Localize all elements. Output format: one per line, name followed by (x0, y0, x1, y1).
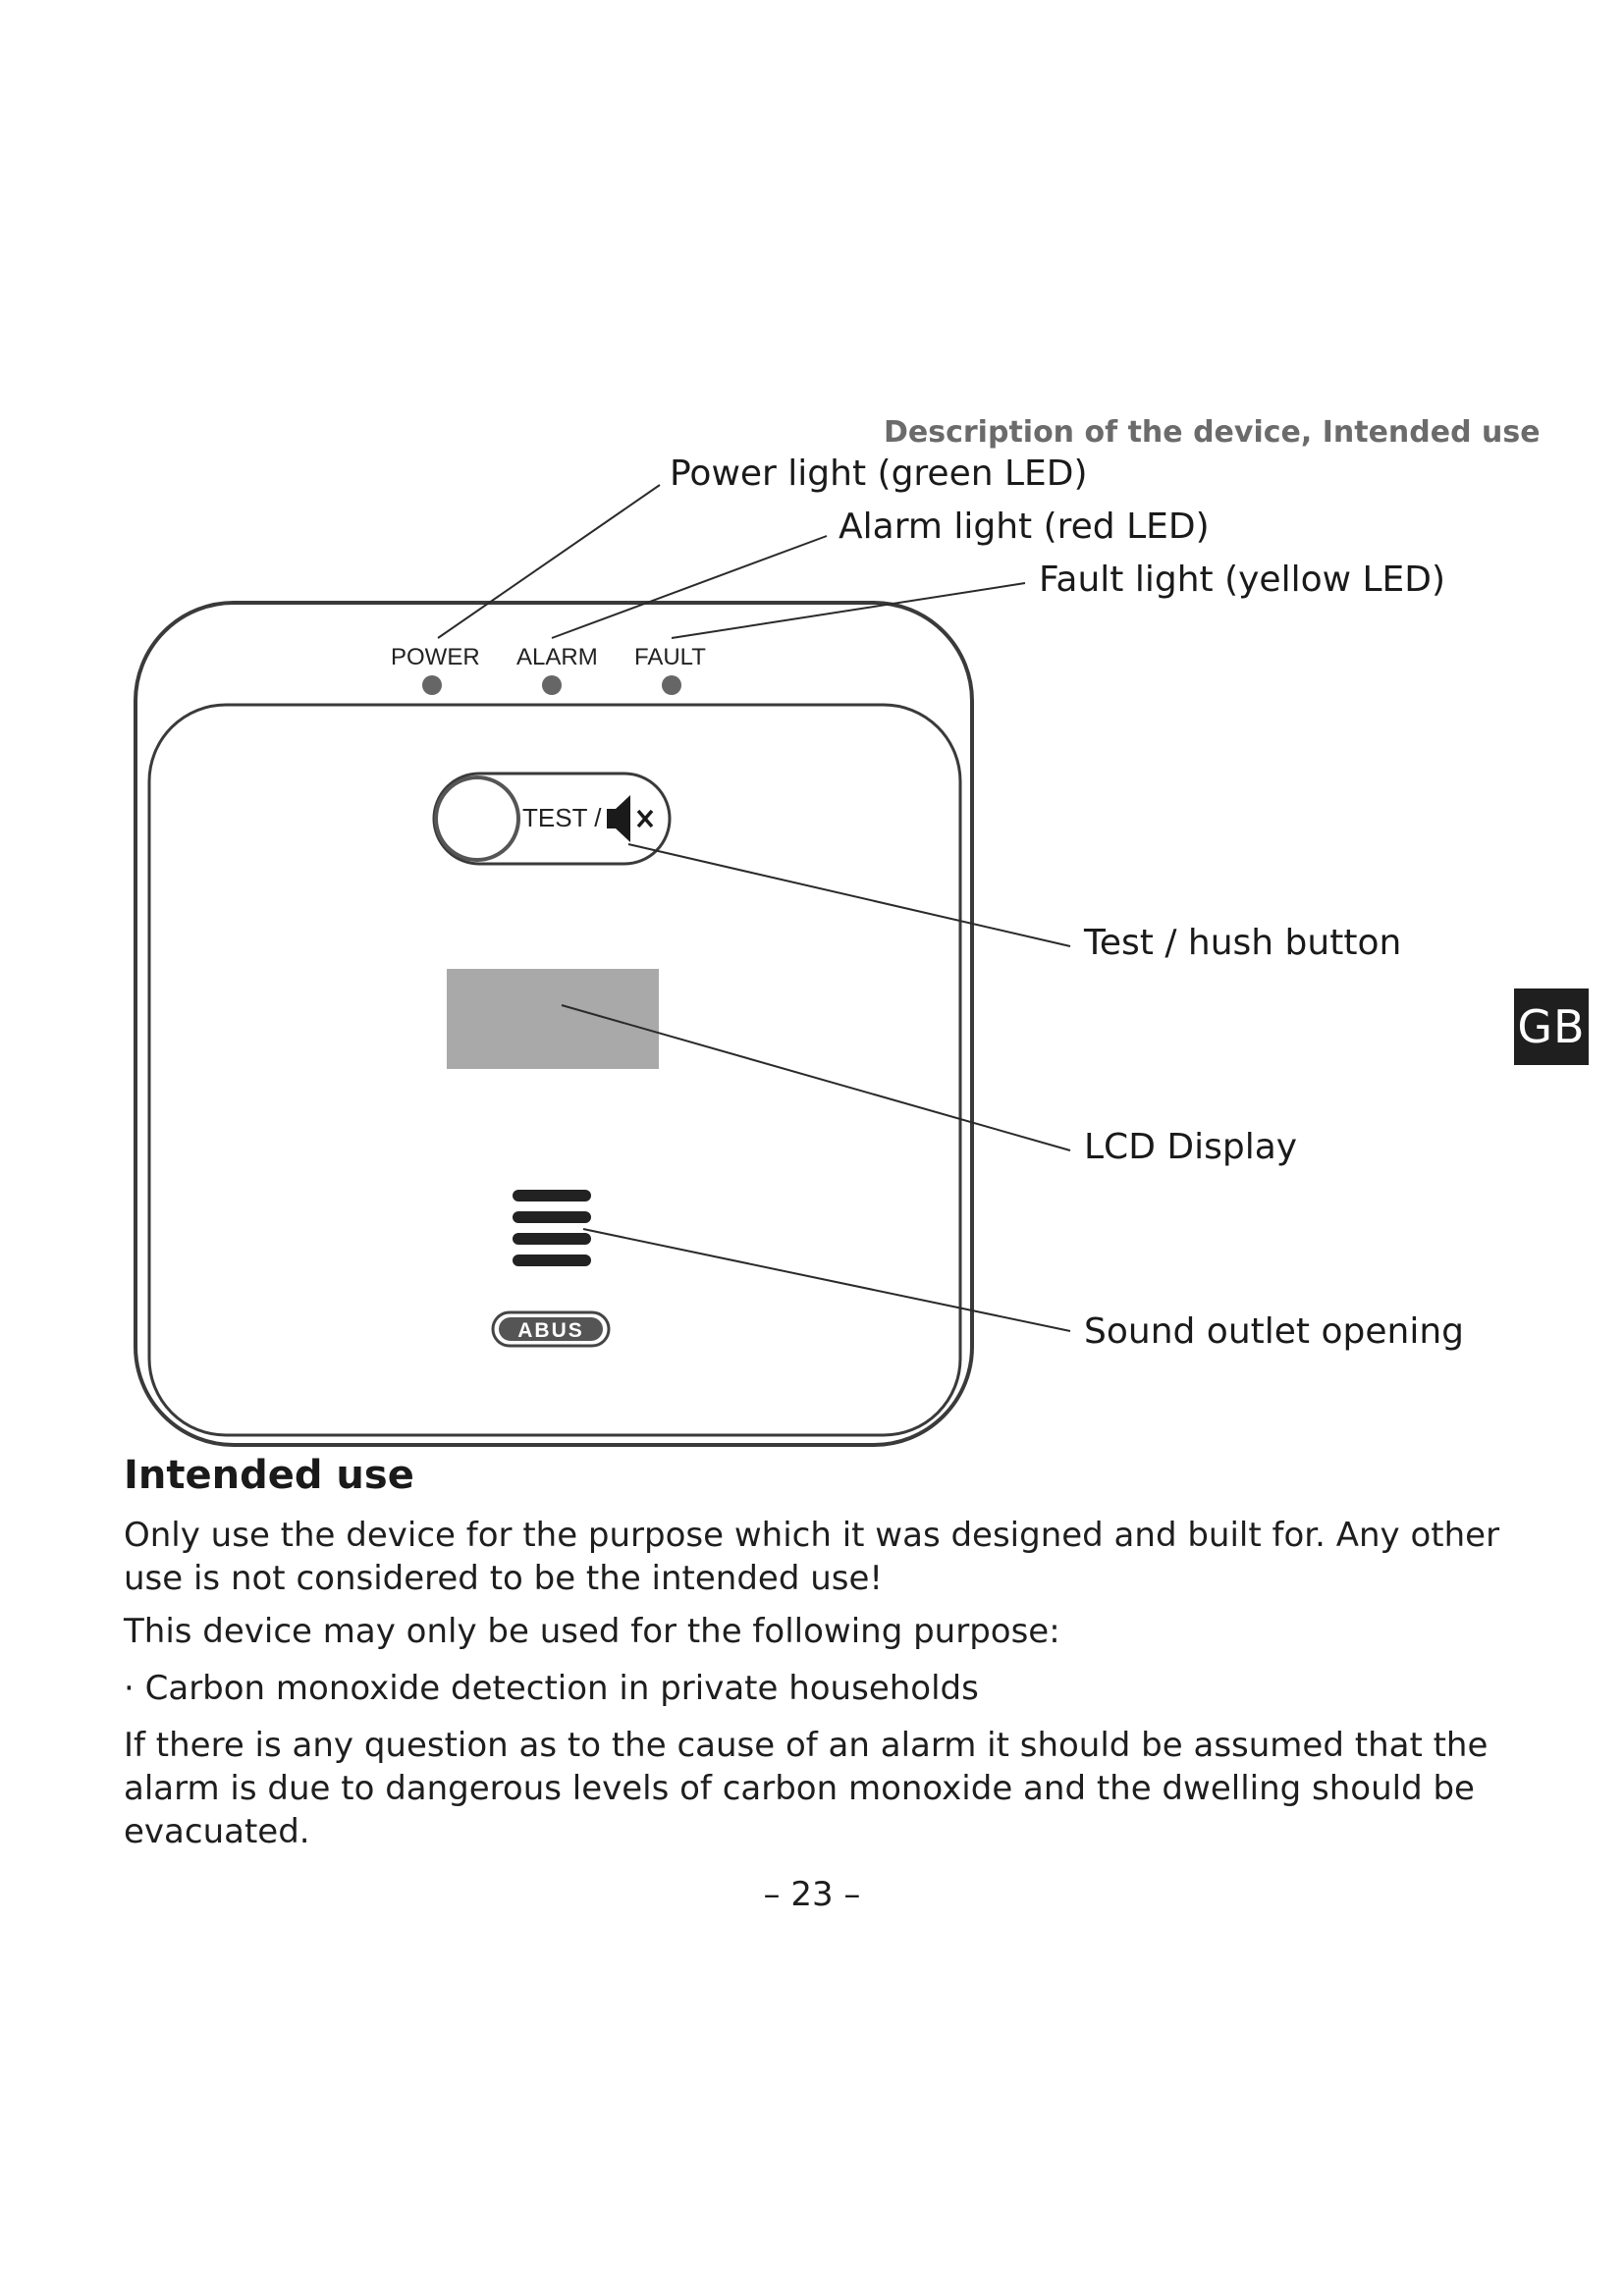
language-tab-gb: GB (1514, 988, 1589, 1065)
alarm-led (542, 675, 562, 695)
leader-power (437, 484, 661, 639)
running-header: Description of the device, Intended use (884, 415, 1541, 450)
leader-alarm (551, 535, 828, 639)
page-number: – 23 – (763, 1875, 861, 1914)
test-button-label: TEST / (522, 803, 602, 832)
list-item-purpose: · Carbon monoxide detection in private h… (124, 1669, 979, 1708)
callout-test-hush-button: Test / hush button (1084, 923, 1402, 963)
fault-led (662, 675, 681, 695)
callout-sound-outlet: Sound outlet opening (1084, 1311, 1464, 1352)
sound-outlet-slots (513, 1190, 591, 1266)
svg-text:ABUS: ABUS (517, 1319, 584, 1342)
mute-icon (607, 795, 654, 842)
fault-led-label: FAULT (634, 644, 706, 670)
section-title: Intended use (124, 1453, 414, 1498)
paragraph-purpose: This device may only be used for the fol… (124, 1612, 1060, 1651)
power-led-label: POWER (391, 644, 480, 670)
paragraph-alarm-advice: If there is any question as to the cause… (124, 1726, 1489, 1851)
leader-test (627, 843, 1071, 947)
callout-lcd-display: LCD Display (1084, 1127, 1298, 1167)
leader-sound (582, 1228, 1071, 1332)
device-housing-outer (134, 601, 974, 1447)
callout-alarm-light: Alarm light (red LED) (839, 507, 1210, 547)
alarm-led-label: ALARM (516, 644, 598, 670)
callout-power-light: Power light (green LED) (670, 454, 1088, 494)
device-face-inner (147, 703, 962, 1437)
callout-fault-light: Fault light (yellow LED) (1039, 560, 1446, 600)
lcd-display-shape (447, 969, 659, 1069)
paragraph-intended-use: Only use the device for the purpose whic… (124, 1516, 1500, 1598)
co-detector-diagram: ABUS (134, 484, 1071, 1447)
power-led (422, 675, 442, 695)
abus-logo: ABUS (491, 1310, 611, 1348)
leader-lcd (561, 1004, 1071, 1151)
test-button-circle (434, 775, 520, 862)
leader-fault (671, 582, 1026, 639)
